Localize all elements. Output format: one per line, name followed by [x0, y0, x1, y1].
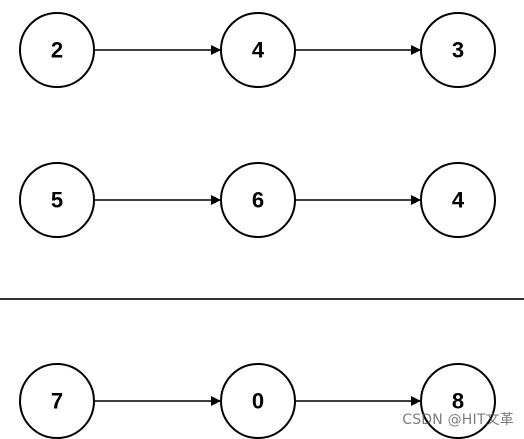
node-circle	[420, 12, 496, 88]
node-value: 2	[51, 38, 63, 63]
node-value: 4	[252, 38, 265, 63]
node-value: 6	[252, 188, 264, 213]
node-circle	[19, 162, 95, 238]
node-list-2-0: 5	[19, 162, 95, 238]
node-list-2-2: 4	[420, 162, 496, 238]
linked-list-list-1: 2 4 3	[19, 12, 496, 88]
node-value: 4	[452, 188, 465, 213]
node-result-1: 0	[220, 363, 296, 439]
node-value: 0	[252, 389, 264, 414]
node-circle	[220, 12, 296, 88]
node-value: 7	[51, 389, 63, 414]
linked-list-list-2: 5 6 4	[19, 162, 496, 238]
node-value: 8	[452, 389, 464, 414]
node-list-1-2: 3	[420, 12, 496, 88]
node-list-1-1: 4	[220, 12, 296, 88]
node-result-2: 8	[420, 363, 496, 439]
node-circle	[19, 12, 95, 88]
node-list-1-0: 2	[19, 12, 95, 88]
watermark: CSDN @HIT文革	[402, 412, 514, 428]
linked-list-result: 7 0 8	[19, 363, 496, 439]
node-list-2-1: 6	[220, 162, 296, 238]
node-value: 5	[51, 188, 63, 213]
node-circle	[19, 363, 95, 439]
node-circle	[420, 363, 496, 439]
node-circle	[420, 162, 496, 238]
node-value: 3	[452, 38, 464, 63]
node-circle	[220, 363, 296, 439]
node-circle	[220, 162, 296, 238]
node-result-0: 7	[19, 363, 95, 439]
